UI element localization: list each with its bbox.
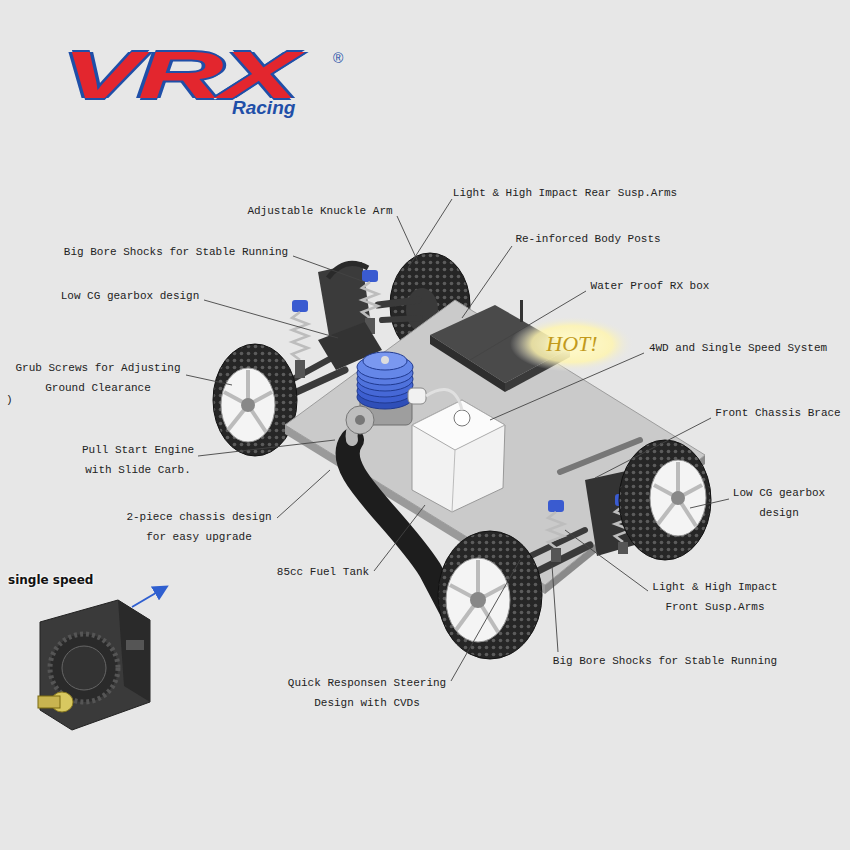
- front-suspension: [548, 512, 564, 548]
- engine: [363, 352, 407, 370]
- leader-line: [690, 499, 729, 508]
- fuel-tank: [452, 450, 455, 512]
- part-label: Low CG gearbox design: [727, 483, 831, 523]
- radio-box: [520, 300, 523, 322]
- part-label: Big Bore Shocks for Stable Running: [64, 242, 288, 262]
- rear-left-tire: [241, 398, 255, 412]
- hot-badge: HOT!: [546, 331, 597, 357]
- leader-line: [462, 246, 512, 318]
- leader-line: [277, 470, 330, 518]
- hot-glow: [510, 316, 634, 372]
- rear-suspension: [378, 300, 418, 305]
- part-label: 85cc Fuel Tank: [277, 562, 369, 582]
- front-left-tire: [438, 531, 542, 659]
- stray-mark: ): [6, 390, 13, 410]
- hot-glow: [510, 316, 634, 372]
- front-right-tire: [671, 491, 685, 505]
- front-right-tire: [650, 460, 706, 536]
- leader-line: [408, 199, 452, 268]
- part-label: Big Bore Shocks for Stable Running: [553, 651, 777, 671]
- part-label: 4WD and Single Speed System: [649, 338, 827, 358]
- rear-left-tire: [213, 344, 297, 456]
- leader-line: [186, 375, 232, 385]
- front-left-tire: [438, 531, 542, 659]
- rear-left-tire: [221, 368, 275, 442]
- rear-shocks: [292, 300, 308, 312]
- part-label: Quick Responsen Steering Design with CVD…: [283, 673, 451, 713]
- leader-line: [186, 199, 729, 681]
- front-suspension: [618, 542, 628, 554]
- gearbox-inset: [38, 600, 150, 730]
- part-label: Re-inforced Body Posts: [515, 229, 660, 249]
- engine: [346, 406, 374, 434]
- leader-line: [198, 440, 335, 456]
- leader-line: [293, 256, 365, 282]
- engine: [408, 388, 426, 404]
- rear-left-tire: [213, 344, 297, 456]
- leader-line: [490, 353, 644, 420]
- gearbox-inset: [40, 600, 150, 730]
- leader-line: [451, 560, 520, 681]
- part-label: Adjustable Knuckle Arm: [247, 201, 392, 221]
- fuel-tank: [412, 400, 505, 512]
- leader-line: [595, 418, 711, 478]
- engine: [355, 415, 365, 425]
- leader-line: [397, 216, 418, 262]
- part-label: Light & High Impact Front Susp.Arms: [646, 577, 784, 617]
- rear-shocks: [362, 270, 378, 282]
- part-label: Pull Start Engine with Slide Carb.: [76, 440, 200, 480]
- brand-subtitle: Racing: [232, 98, 295, 118]
- leader-line: [204, 300, 338, 338]
- inset-label: single speed: [8, 571, 93, 589]
- part-label: Front Chassis Brace: [715, 403, 840, 423]
- fuel-tank: [454, 410, 470, 426]
- front-suspension: [548, 500, 564, 512]
- fuel-tank: [426, 389, 462, 410]
- rear-shocks: [362, 282, 378, 318]
- rear-suspension: [382, 318, 420, 320]
- front-suspension: [551, 548, 561, 562]
- gearbox-inset: [38, 696, 60, 708]
- pointer-arrow: [132, 587, 166, 607]
- leader-line: [552, 565, 558, 652]
- part-label: 2-piece chassis design for easy upgrade: [120, 507, 278, 547]
- front-left-tire: [446, 558, 510, 642]
- pointer-arrow: [132, 587, 166, 607]
- gearbox-inset: [126, 640, 144, 650]
- part-label: Low CG gearbox design: [61, 286, 200, 306]
- front-left-tire: [470, 592, 486, 608]
- rear-shocks: [295, 360, 305, 378]
- gearbox-inset: [118, 600, 150, 702]
- rear-shocks: [292, 312, 308, 360]
- leader-line: [374, 505, 425, 571]
- registered-mark: ®: [333, 50, 343, 66]
- gearbox-inset: [62, 646, 106, 690]
- radio-box: [430, 335, 505, 392]
- engine: [346, 352, 426, 434]
- engine: [381, 356, 389, 364]
- fuel-tank: [412, 389, 505, 512]
- part-label: Grub Screws for Adjusting Ground Clearan…: [12, 358, 184, 398]
- leader-line: [565, 530, 648, 591]
- fuel-tank: [412, 400, 505, 450]
- part-label: Water Proof RX box: [591, 276, 710, 296]
- part-label: Light & High Impact Rear Susp.Arms: [453, 183, 677, 203]
